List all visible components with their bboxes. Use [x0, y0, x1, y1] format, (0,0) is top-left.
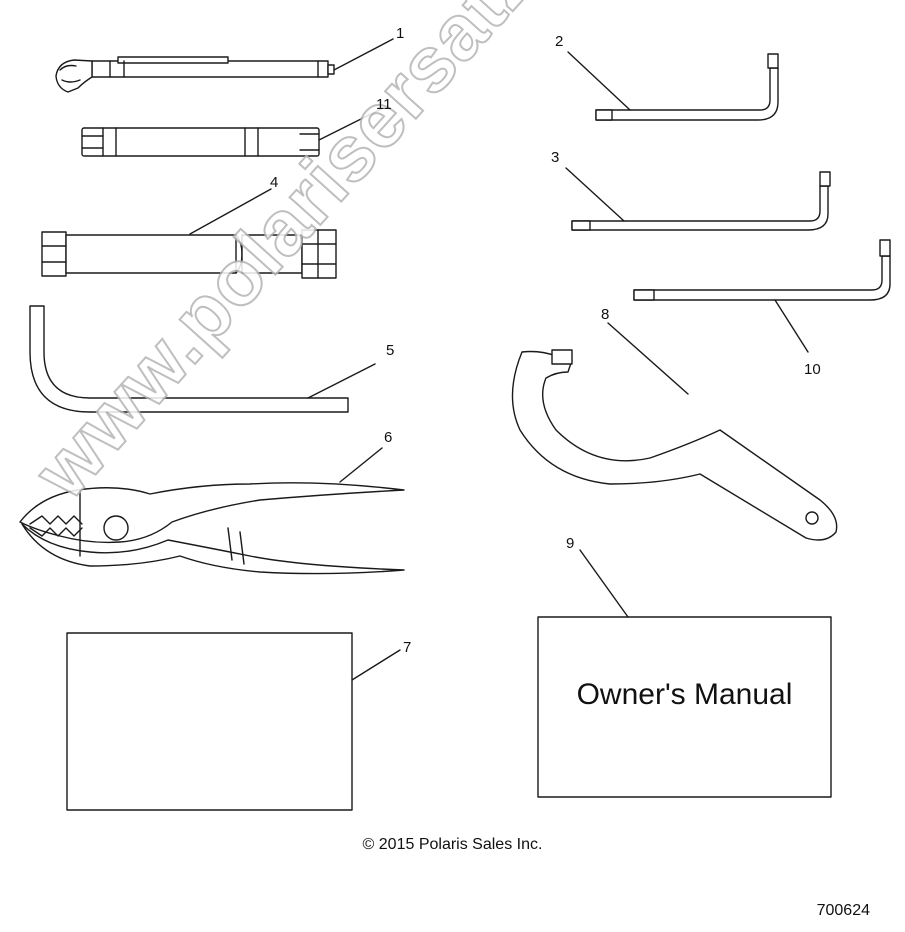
leader-line-10 [774, 299, 809, 353]
callout-5: 5 [386, 342, 395, 359]
callout-4: 4 [270, 174, 279, 191]
tool-item-1 [55, 56, 335, 93]
callout-11: 11 [376, 96, 392, 113]
tool-item-2 [595, 53, 779, 121]
leader-line-8 [607, 322, 689, 395]
callout-10: 10 [804, 361, 821, 378]
leader-line-11 [318, 107, 384, 141]
leader-line-9 [579, 549, 629, 618]
callout-3: 3 [551, 149, 560, 166]
callout-7: 7 [403, 639, 412, 656]
leader-line-3 [565, 167, 625, 222]
callout-6: 6 [384, 429, 393, 446]
owners-manual-title: Owner's Manual [576, 678, 793, 711]
tool-item-8 [511, 349, 838, 541]
leader-line-1 [333, 38, 394, 71]
callout-8: 8 [601, 306, 610, 323]
tool-item-11 [81, 127, 320, 157]
leader-line-7 [351, 649, 401, 681]
tool-item-3 [571, 171, 831, 231]
callout-1: 1 [396, 25, 405, 42]
tool-item-5 [29, 305, 349, 413]
tool-item-10 [633, 239, 891, 301]
leader-line-2 [567, 51, 631, 111]
callout-2: 2 [555, 33, 564, 50]
drawing-number: 700624 [816, 902, 870, 919]
leader-line-4 [189, 188, 272, 235]
document-item-9 [537, 616, 832, 798]
leader-line-5 [307, 363, 376, 399]
callout-9: 9 [566, 535, 575, 552]
copyright-notice: © 2015 Polaris Sales Inc. [362, 836, 543, 853]
tool-item-6 [19, 482, 405, 575]
leader-line-6 [339, 447, 383, 483]
document-item-7 [66, 632, 353, 811]
tool-item-4 [41, 229, 337, 279]
